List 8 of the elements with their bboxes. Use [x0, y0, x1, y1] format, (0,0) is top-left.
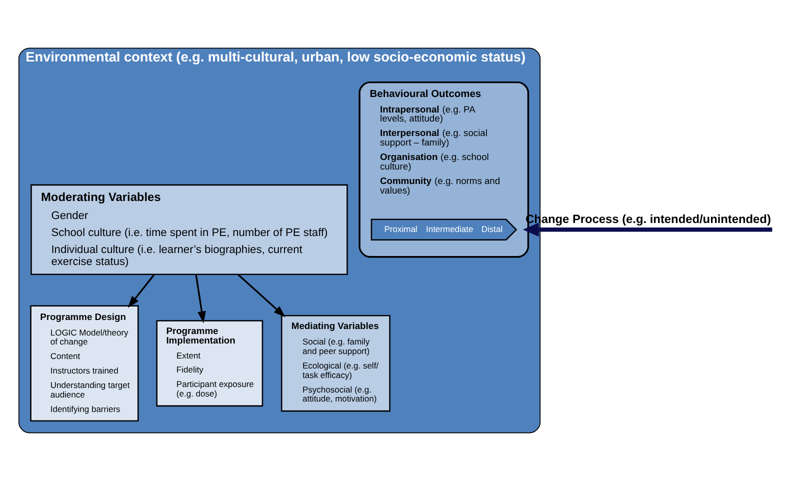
arrow: [237, 273, 286, 317]
node-box: Moderating Variables Gender School culture (i.e. time spent in PE, number of PE staff) Individual culture (i.e. learner’s biographies, current exercise status): [30, 184, 348, 274]
node-box: Mediating Variables Social (e.g. family and peer support) Ecological (e.g. self/ task efficacy) Psychosocial (e.g. attitude, motivation): [280, 314, 390, 412]
node-box: Programme Design LOGIC Model/theory of change Content Instructors trained Understanding target audience Identifying barriers: [30, 304, 139, 421]
arrow: [128, 273, 155, 308]
arrow: [522, 222, 772, 236]
arrow: [195, 274, 206, 323]
node-box: Programme Implementation Extent Fidelity Participant exposure (e.g. dose): [156, 320, 264, 406]
